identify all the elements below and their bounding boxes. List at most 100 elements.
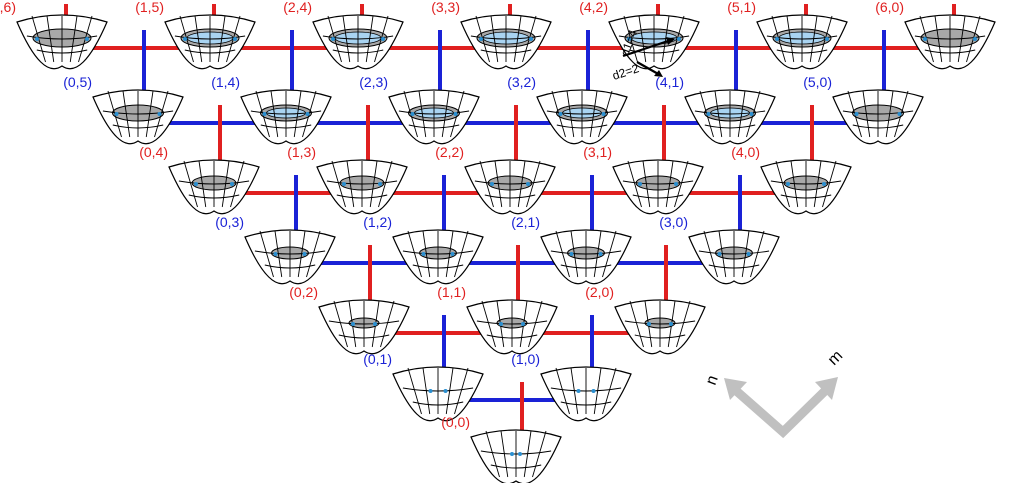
node-label: (2,0) (585, 284, 614, 300)
singularity-dot (450, 252, 455, 256)
mesh-node (904, 14, 996, 70)
node-label: (3,0) (659, 214, 688, 230)
mesh-node (612, 159, 704, 215)
mesh-gridline (481, 300, 496, 348)
mesh-gridline (632, 194, 684, 199)
mesh-gridline (526, 160, 541, 208)
mesh-gridline (852, 124, 904, 129)
singularity-dot (674, 182, 678, 186)
d2-arrow (636, 61, 661, 76)
m-arrowhead (815, 377, 838, 400)
mesh-gridline (480, 49, 532, 54)
mesh-gridline (602, 230, 617, 278)
mesh-node (464, 159, 556, 215)
singularity-dot (775, 37, 779, 41)
mesh-gridline (454, 367, 469, 415)
mesh-node (312, 14, 404, 70)
node-label: (0,4) (139, 144, 168, 160)
d1-arrow (622, 38, 672, 58)
mesh-node (614, 299, 706, 355)
singularity-dot (591, 389, 596, 393)
mesh-gridline (698, 250, 770, 255)
singularity-dot (157, 112, 162, 116)
mesh-node (392, 229, 484, 285)
mesh-gridline (331, 160, 346, 208)
mesh-gridline (629, 300, 644, 348)
mesh-gridline (770, 180, 842, 185)
mesh-node (688, 229, 780, 285)
mesh-gridline (333, 300, 348, 348)
node-label: (1,4) (211, 74, 240, 90)
singularity-dot (749, 112, 754, 116)
mesh-gridline (914, 35, 986, 40)
node-label: (3,2) (507, 74, 536, 90)
mesh-gridline (703, 230, 718, 278)
mesh-gridline (454, 230, 469, 278)
mesh-gridline (708, 264, 760, 269)
mesh-gridline (326, 180, 398, 185)
mesh-nodes (16, 14, 996, 483)
mesh-gridline (560, 264, 612, 269)
mesh-node (540, 366, 632, 422)
mesh-gridline (622, 180, 694, 185)
mesh-gridline (332, 49, 384, 54)
node-label: (5,0) (803, 74, 832, 90)
mesh-gridline (328, 320, 400, 325)
node-label: (2,2) (435, 144, 464, 160)
mesh-node (536, 89, 628, 145)
mesh-gridline (676, 300, 691, 348)
singularity-dot (342, 182, 346, 186)
mesh-gridline (380, 300, 395, 348)
singularity-dot (351, 322, 355, 326)
mesh-gridline (407, 230, 422, 278)
node-label: (1,2) (363, 214, 392, 230)
singularity-dot (526, 182, 530, 186)
mesh-gridline (338, 334, 390, 339)
singularity-dot (453, 112, 458, 116)
mesh-node (470, 429, 562, 483)
mesh-node (608, 14, 700, 70)
d2-arrowhead (654, 70, 663, 77)
mesh-node (460, 14, 552, 70)
node-label: (3,1) (583, 144, 612, 160)
node-label: (6,0) (875, 0, 904, 15)
mesh-gridline (36, 49, 88, 54)
mesh-gridline (674, 160, 689, 208)
mesh-gridline (402, 250, 474, 255)
mesh-gridline (602, 367, 617, 415)
singularity-dot (230, 182, 234, 186)
d1-arrowhead (666, 37, 675, 45)
singularity-dot (569, 252, 574, 256)
mesh-gridline (254, 250, 326, 255)
mesh-gridline (476, 320, 548, 325)
n-axis-label: n (703, 373, 722, 387)
singularity-dot (717, 252, 722, 256)
mesh-gridline (402, 387, 474, 392)
node-label: (4,2) (579, 0, 608, 15)
singularity-dot (854, 112, 859, 116)
mesh-node (832, 89, 924, 145)
singularity-dot (378, 182, 382, 186)
mesh-gridline (546, 110, 618, 115)
mesh-gridline (412, 264, 464, 269)
mesh-node (684, 89, 776, 145)
mesh-gridline (174, 35, 246, 40)
mesh-gridline (766, 35, 838, 40)
mesh-node (16, 14, 108, 70)
singularity-dot (421, 252, 426, 256)
mesh-node (466, 299, 558, 355)
mesh-gridline (183, 160, 198, 208)
singularity-dot (499, 322, 503, 326)
mesh-node (388, 89, 480, 145)
singularity-dot (381, 37, 385, 41)
mesh-gridline (776, 49, 828, 54)
mesh-gridline (694, 110, 766, 115)
singularity-dot (638, 182, 642, 186)
mesh-gridline (528, 300, 543, 348)
singularity-dot (373, 322, 377, 326)
mesh-gridline (634, 334, 686, 339)
node-label: (1,3) (287, 144, 316, 160)
singularity-dot (706, 112, 711, 116)
singularity-dot (677, 37, 681, 41)
mesh-gridline (775, 160, 790, 208)
